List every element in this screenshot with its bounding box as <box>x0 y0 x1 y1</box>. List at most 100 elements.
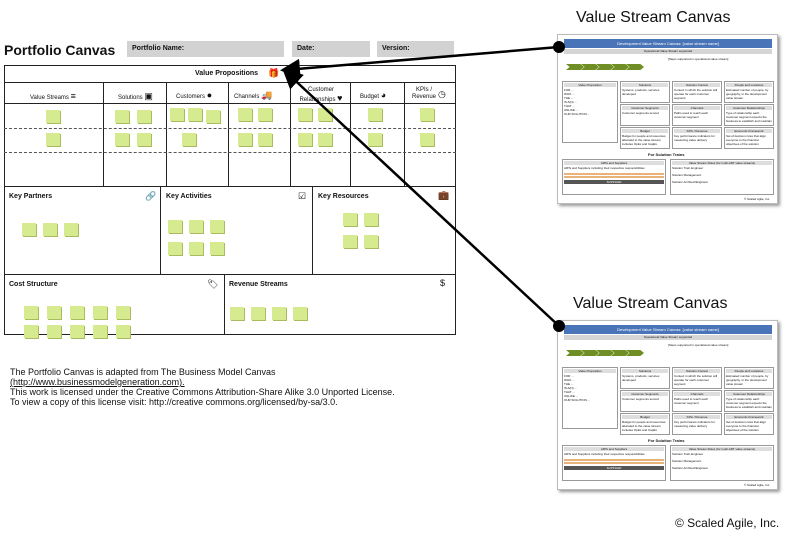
sticky-note[interactable] <box>168 242 182 255</box>
thumb-vp-box: Value Proposition FOR ...WHO ...THE ...I… <box>562 367 618 429</box>
page-title: Portfolio Canvas <box>4 42 116 58</box>
sticky-note[interactable] <box>298 133 312 146</box>
divider <box>160 186 161 274</box>
sticky-note[interactable] <box>116 325 130 338</box>
row-divider <box>4 152 456 153</box>
sticky-note[interactable] <box>24 306 38 319</box>
date-field[interactable]: Date: <box>292 41 370 57</box>
sticky-note[interactable] <box>368 133 382 146</box>
sticky-note[interactable] <box>238 108 252 121</box>
sticky-note[interactable] <box>420 108 434 121</box>
sticky-note[interactable] <box>189 220 203 233</box>
divider <box>166 82 167 186</box>
thumb-steps: [Steps supported in operational value st… <box>668 343 729 347</box>
sticky-note[interactable] <box>293 307 307 320</box>
copyright: © Scaled Agile, Inc. <box>675 516 780 530</box>
sticky-note[interactable] <box>318 133 332 146</box>
thumb-vp-box: Value Proposition FOR ...WHO ...THE ...I… <box>562 81 618 143</box>
divider <box>4 186 456 187</box>
key-resources-title: Key Resources <box>318 193 369 200</box>
sticky-note[interactable] <box>70 306 84 319</box>
sticky-note[interactable] <box>64 223 78 236</box>
sticky-note[interactable] <box>210 242 224 255</box>
sticky-note[interactable] <box>206 110 220 123</box>
sticky-note[interactable] <box>258 108 272 121</box>
col-solutions: Solutions ▣ <box>118 91 153 102</box>
sticky-note[interactable] <box>364 235 378 248</box>
thumb-chevrons <box>566 343 644 361</box>
sticky-note[interactable] <box>47 306 61 319</box>
revenue-streams-title: Revenue Streams <box>229 281 288 288</box>
vsc-thumbnail[interactable]: Development Value Stream Canvas: [value … <box>557 320 778 490</box>
row-divider <box>4 128 456 129</box>
sticky-note[interactable] <box>343 213 357 226</box>
thumb-vs-roles: Value Stream Roles (for multi-ART value … <box>670 445 774 481</box>
sticky-note[interactable] <box>24 325 38 338</box>
arrow-top <box>280 45 560 79</box>
attribution-line: The Portfolio Canvas is adapted from The… <box>10 367 276 377</box>
divider <box>312 186 313 274</box>
sticky-note[interactable] <box>22 223 36 236</box>
portfolio-canvas-frame <box>4 65 456 335</box>
sticky-note[interactable] <box>182 133 196 146</box>
arrow-bottom <box>282 68 560 327</box>
divider <box>290 82 291 186</box>
sticky-note[interactable] <box>343 235 357 248</box>
sticky-note[interactable] <box>93 306 107 319</box>
vsc-title: Value Stream Canvas <box>573 295 728 312</box>
thumb-header: Development Value Stream Canvas: [value … <box>564 325 772 334</box>
sticky-note[interactable] <box>298 108 312 121</box>
sticky-note[interactable] <box>137 110 151 123</box>
sticky-note[interactable] <box>115 133 129 146</box>
sticky-note[interactable] <box>272 307 286 320</box>
sticky-note[interactable] <box>93 325 107 338</box>
sticky-note[interactable] <box>420 133 434 146</box>
sticky-note[interactable] <box>115 110 129 123</box>
arrow-origin-dot <box>553 41 565 53</box>
divider <box>4 82 456 83</box>
sticky-note[interactable] <box>137 133 151 146</box>
attribution-link[interactable]: (http://www.businessmodelgeneration.com)… <box>10 377 185 387</box>
thumb-header: Development Value Stream Canvas: [value … <box>564 39 772 48</box>
sticky-note[interactable] <box>46 133 60 146</box>
attribution-line: This work is licensed under the Creative… <box>10 387 395 397</box>
sticky-note[interactable] <box>230 307 244 320</box>
sticky-note[interactable] <box>251 307 265 320</box>
sticky-note[interactable] <box>258 133 272 146</box>
sticky-note[interactable] <box>168 220 182 233</box>
thumb-op-vs: Operational Value Stream supported <box>564 49 772 54</box>
sticky-note[interactable] <box>189 242 203 255</box>
sticky-note[interactable] <box>170 108 184 121</box>
divider <box>224 274 225 335</box>
sticky-note[interactable] <box>47 325 61 338</box>
divider <box>404 82 405 186</box>
attribution-line: To view a copy of this license visit: ht… <box>10 397 338 407</box>
portfolio-name-field[interactable]: Portfolio Name: <box>127 41 284 57</box>
sticky-note[interactable] <box>46 110 60 123</box>
col-channels: Channels 🚚 <box>234 90 273 101</box>
vsc-thumbnail[interactable]: Development Value Stream Canvas: [value … <box>557 34 778 204</box>
sticky-note[interactable] <box>238 133 252 146</box>
sticky-note[interactable] <box>116 306 130 319</box>
attribution-text: The Portfolio Canvas is adapted from The… <box>10 367 450 407</box>
divider <box>4 274 456 275</box>
sticky-note[interactable] <box>368 108 382 121</box>
version-field[interactable]: Version: <box>377 41 454 57</box>
key-activities-title: Key Activities <box>166 193 212 200</box>
sticky-note[interactable] <box>188 108 202 121</box>
sticky-note[interactable] <box>210 220 224 233</box>
sticky-note[interactable] <box>43 223 57 236</box>
sticky-note[interactable] <box>70 325 84 338</box>
sticky-note[interactable] <box>364 213 378 226</box>
col-customers: Customers ● <box>176 90 213 101</box>
